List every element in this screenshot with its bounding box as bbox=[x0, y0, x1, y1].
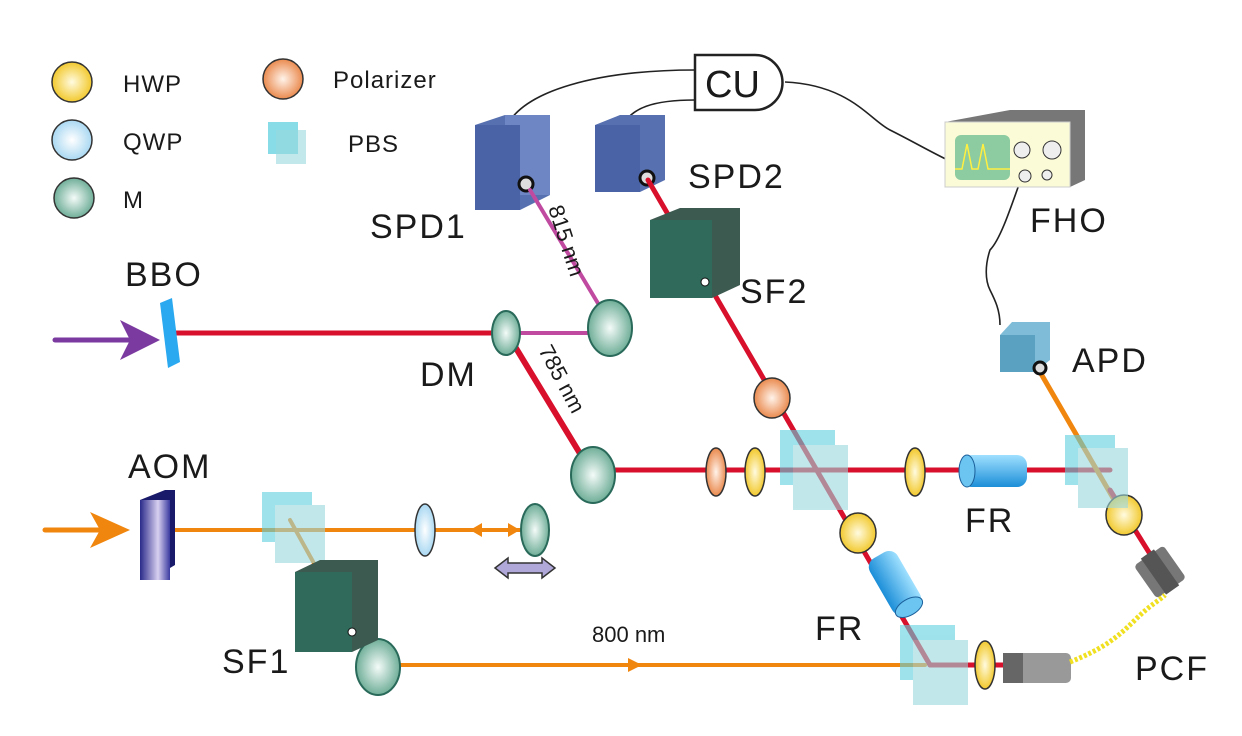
pbs-cubes bbox=[262, 430, 1128, 705]
fr-bottom-label: FR bbox=[815, 610, 864, 648]
apd-label: APD bbox=[1072, 342, 1148, 380]
wavelength-800: 800 nm bbox=[592, 622, 665, 647]
spd2-label: SPD2 bbox=[688, 158, 785, 196]
spd1-label: SPD1 bbox=[370, 208, 467, 246]
polarizer-legend-icon bbox=[262, 58, 304, 100]
fiber-coupler-bottom bbox=[1003, 653, 1071, 683]
dm-label: DM bbox=[420, 356, 477, 394]
sf2-label: SF2 bbox=[740, 273, 808, 311]
legend-pbs: PBS bbox=[348, 131, 399, 158]
faraday-rotator-top bbox=[958, 454, 1027, 488]
sf1-filter bbox=[295, 560, 378, 652]
wavelength-815: 815 nm bbox=[543, 202, 589, 280]
oscilloscope bbox=[944, 110, 1085, 188]
aom-modulator bbox=[140, 490, 175, 580]
mirror-legend-icon bbox=[53, 177, 95, 219]
dichroic-mirror bbox=[491, 310, 521, 356]
wavelength-785: 785 nm bbox=[534, 341, 591, 418]
mirrors bbox=[355, 299, 633, 696]
legend-hwp: HWP bbox=[123, 71, 182, 98]
spd2-detector bbox=[595, 115, 665, 192]
legend-qwp: QWP bbox=[123, 129, 183, 156]
legend-polarizer: Polarizer bbox=[333, 67, 437, 94]
faraday-rotator-bottom bbox=[868, 550, 924, 618]
fho-label: FHO bbox=[1030, 202, 1108, 240]
fr-top-label: FR bbox=[965, 502, 1014, 540]
pcf-label: PCF bbox=[1135, 650, 1209, 688]
aom-label: AOM bbox=[128, 448, 211, 486]
pbs-legend-icon bbox=[268, 122, 306, 164]
legend: HWP QWP M Polarizer PBS bbox=[51, 58, 437, 219]
control-unit: CU bbox=[693, 53, 784, 112]
bbo-crystal bbox=[160, 298, 180, 368]
legend-m: M bbox=[123, 187, 144, 214]
translation-arrow bbox=[493, 556, 557, 580]
spd1-detector bbox=[475, 115, 550, 210]
fiber-coupler-top bbox=[1135, 546, 1185, 598]
sf1-label: SF1 bbox=[222, 643, 290, 681]
beam-paths bbox=[42, 177, 1163, 672]
cu-label: CU bbox=[705, 64, 760, 106]
bbo-label: BBO bbox=[125, 256, 203, 294]
qwp-legend-icon bbox=[51, 119, 93, 161]
sf2-filter bbox=[650, 208, 740, 298]
apd-detector bbox=[1000, 322, 1050, 376]
hwp-legend-icon bbox=[51, 61, 93, 103]
